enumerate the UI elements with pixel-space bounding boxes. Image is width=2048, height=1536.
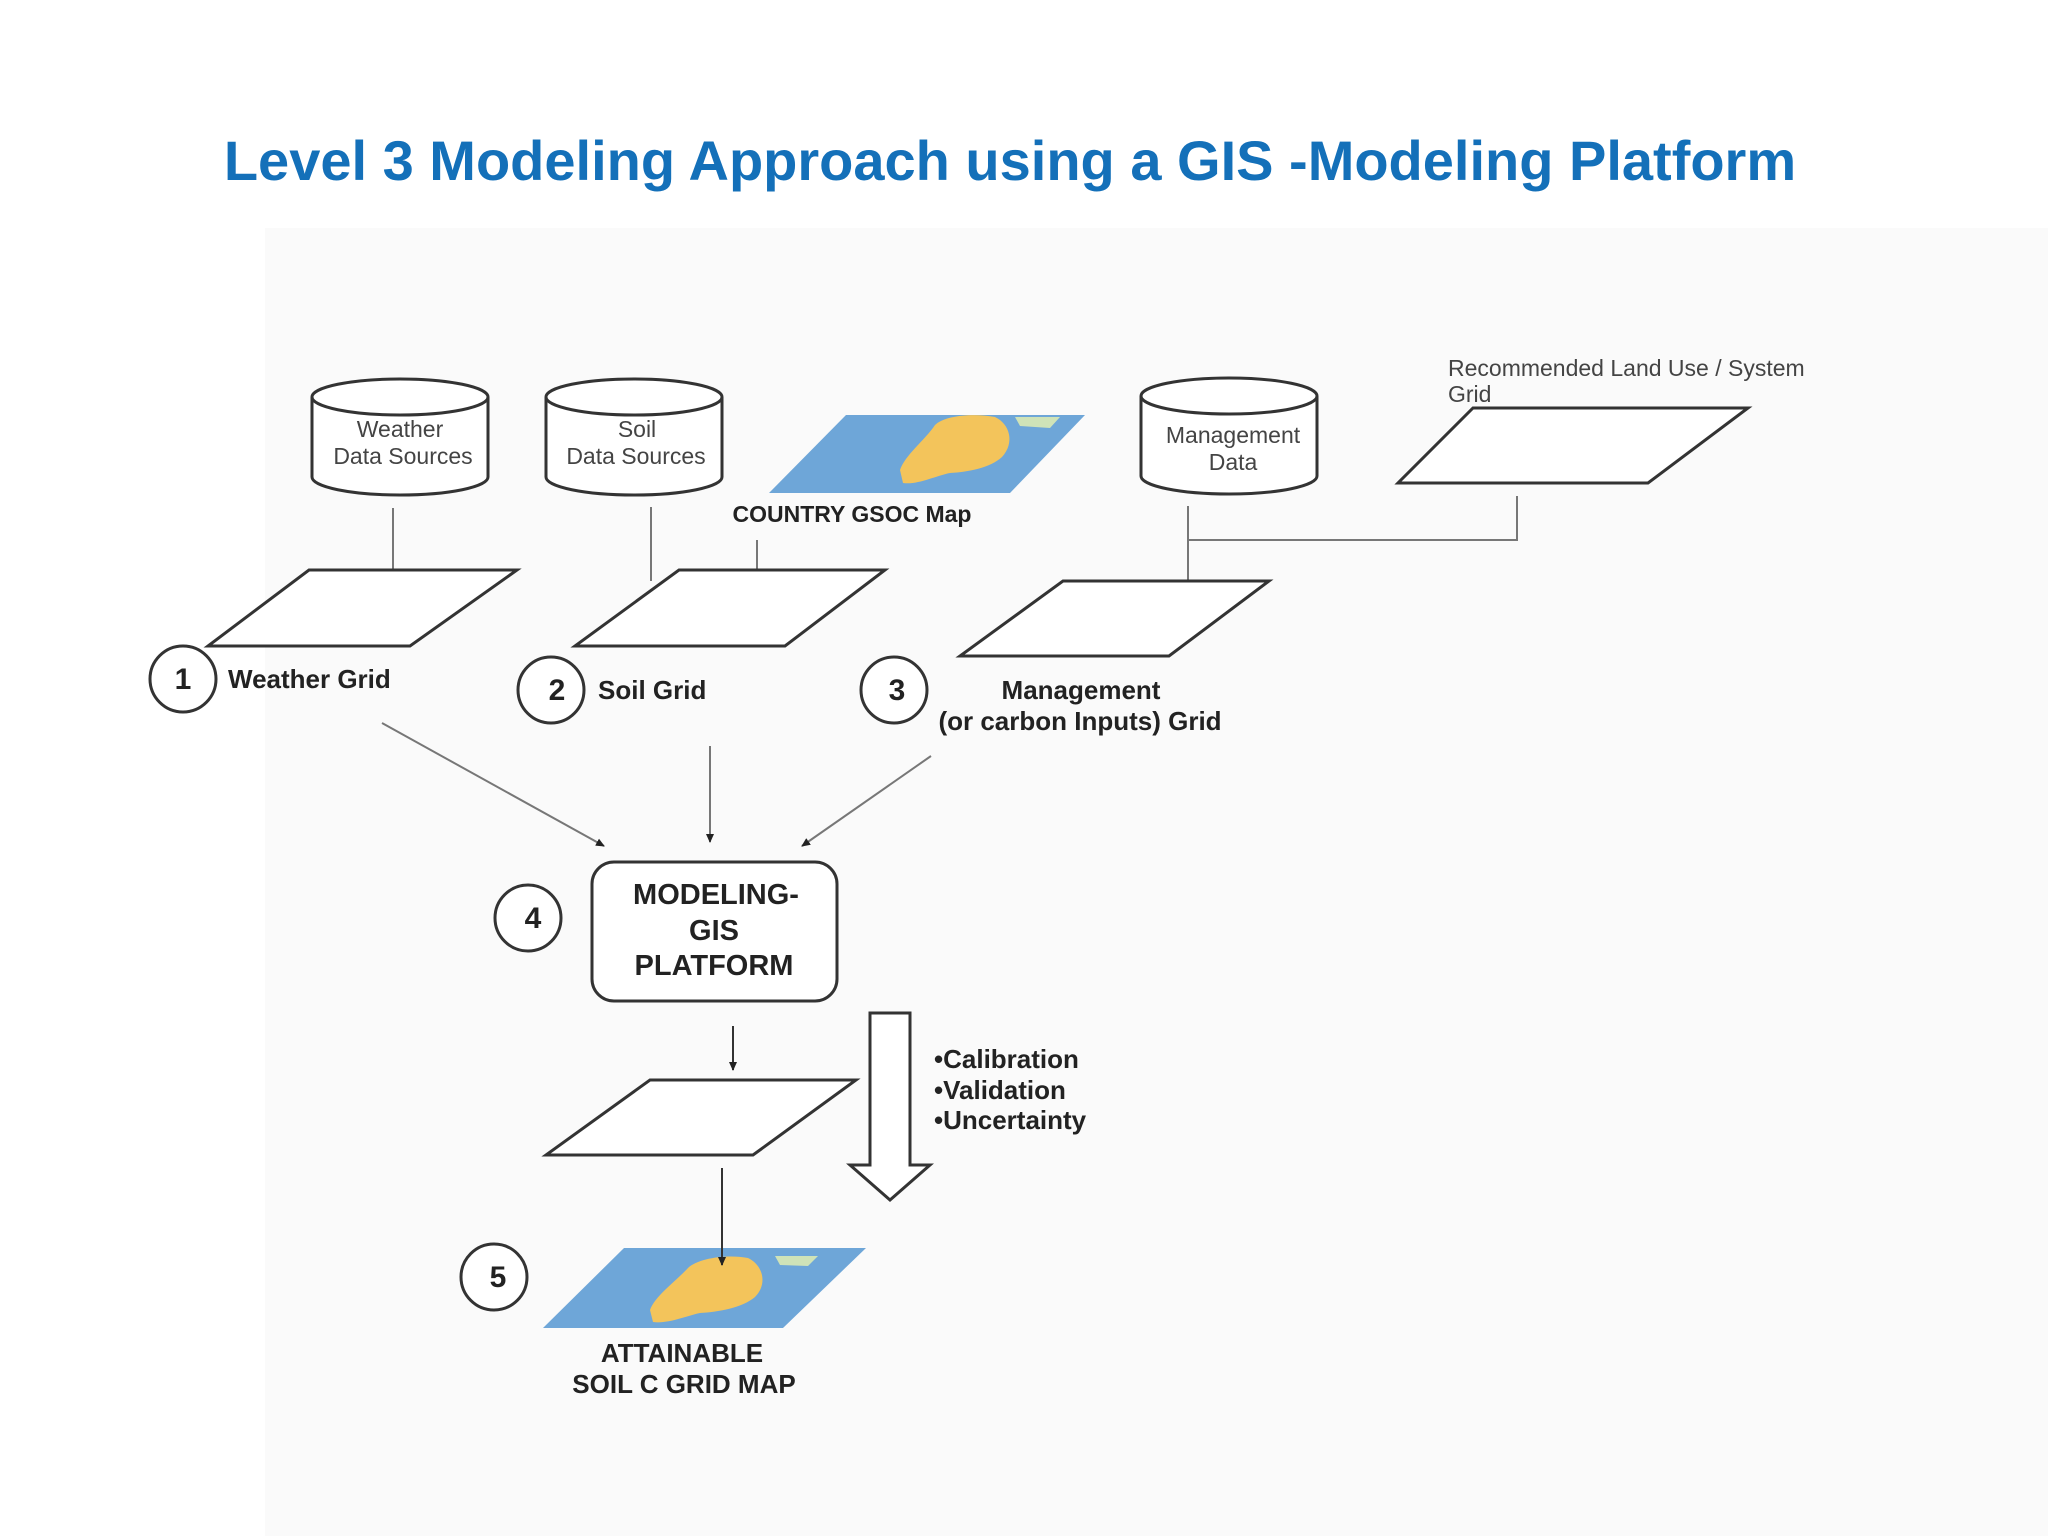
soil-grid-label: Soil Grid bbox=[598, 675, 706, 705]
svg-text:PLATFORM: PLATFORM bbox=[635, 950, 794, 982]
attainable-soil-c-map-image bbox=[543, 1248, 866, 1328]
management-grid-plane bbox=[955, 579, 1274, 658]
qa-calibration: •Calibration bbox=[934, 1044, 1079, 1074]
process-down-arrow bbox=[846, 1011, 934, 1202]
qa-uncertainty: •Uncertainty bbox=[934, 1105, 1087, 1135]
qa-validation: •Validation bbox=[934, 1075, 1066, 1105]
recommended-land-use-grid bbox=[1394, 406, 1753, 485]
step-1-badge: 1 bbox=[148, 644, 218, 714]
attainable-map-label-line2: SOIL C GRID MAP bbox=[572, 1369, 795, 1399]
step-3-badge: 3 bbox=[859, 655, 929, 725]
qa-list: •Calibration •Validation •Uncertainty bbox=[934, 1044, 1087, 1135]
weather-grid-label: Weather Grid bbox=[228, 664, 391, 694]
weather-grid-plane bbox=[203, 568, 522, 648]
recommended-land-use-label-line1: Recommended Land Use / System bbox=[1448, 355, 1805, 381]
attainable-map-label-line1: ATTAINABLE bbox=[601, 1338, 763, 1368]
svg-text:Data Sources: Data Sources bbox=[333, 443, 472, 469]
output-grid-plane bbox=[541, 1078, 861, 1157]
recommended-land-use-label-line2: Grid bbox=[1448, 381, 1491, 407]
management-data-cylinder: Management Data bbox=[1139, 376, 1319, 496]
management-grid-label-line1: Management bbox=[1002, 675, 1161, 705]
step-5-badge: 5 bbox=[459, 1242, 529, 1312]
page-title: Level 3 Modeling Approach using a GIS -M… bbox=[223, 129, 1797, 192]
svg-text:Data: Data bbox=[1209, 449, 1258, 475]
step-4-badge: 4 bbox=[493, 883, 563, 953]
country-gsoc-map-label: COUNTRY GSOC Map bbox=[733, 501, 972, 527]
svg-text:2: 2 bbox=[549, 674, 566, 707]
svg-text:3: 3 bbox=[889, 674, 906, 707]
svg-text:Weather: Weather bbox=[357, 416, 444, 442]
svg-text:5: 5 bbox=[490, 1261, 507, 1294]
weather-data-sources-cylinder: Weather Data Sources bbox=[310, 377, 490, 497]
modeling-gis-platform-box: MODELING- GIS PLATFORM bbox=[590, 860, 839, 1003]
input-arrows bbox=[381, 722, 932, 847]
management-grid-label-line2: (or carbon Inputs) Grid bbox=[938, 706, 1221, 736]
svg-text:Soil: Soil bbox=[618, 416, 656, 442]
svg-text:MODELING-: MODELING- bbox=[633, 879, 799, 911]
svg-text:4: 4 bbox=[525, 902, 542, 935]
country-gsoc-map-image bbox=[769, 415, 1085, 493]
step-2-badge: 2 bbox=[516, 655, 586, 725]
svg-text:Data Sources: Data Sources bbox=[566, 443, 705, 469]
soil-data-sources-cylinder: Soil Data Sources bbox=[544, 377, 724, 497]
svg-text:Management: Management bbox=[1166, 422, 1301, 448]
soil-grid-plane bbox=[570, 568, 890, 648]
svg-text:GIS: GIS bbox=[689, 915, 739, 947]
svg-text:1: 1 bbox=[175, 663, 192, 696]
